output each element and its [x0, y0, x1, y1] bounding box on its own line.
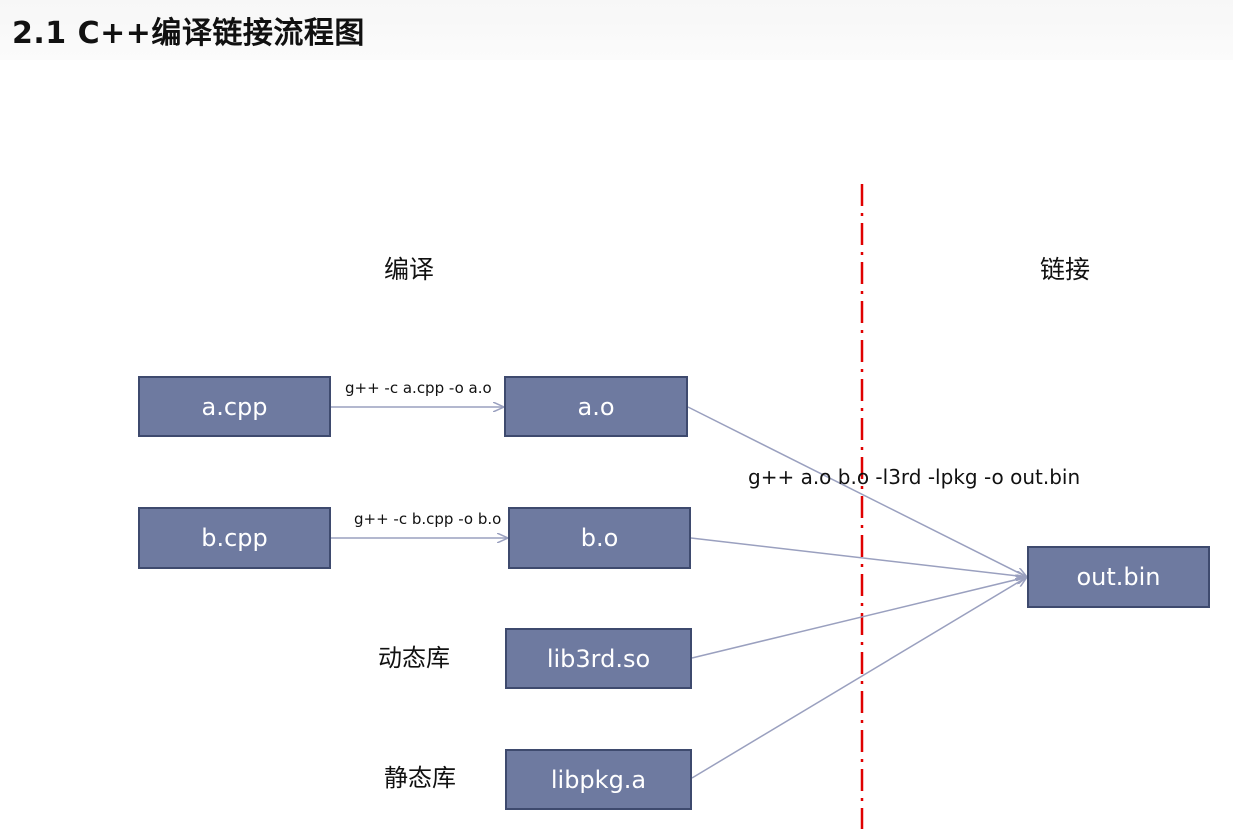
link-section-label: 链接	[1040, 255, 1091, 284]
compile-b-command: g++ -c b.cpp -o b.o	[354, 510, 502, 528]
arrow-lib3rd-to-out-bin	[691, 577, 1027, 659]
node-libpkg-a: libpkg.a	[505, 749, 692, 810]
compile-a-command: g++ -c a.cpp -o a.o	[345, 379, 492, 397]
node-a-cpp: a.cpp	[138, 376, 331, 437]
static-lib-label: 静态库	[384, 764, 456, 792]
arrow-b-o-to-out-bin	[690, 537, 1027, 577]
header-bar	[0, 0, 1233, 60]
dynamic-lib-label: 动态库	[378, 644, 450, 672]
page-title: 2.1 C++编译链接流程图	[12, 16, 365, 51]
node-lib3rd-so: lib3rd.so	[505, 628, 692, 689]
arrow-libpkg-to-out-bin	[691, 577, 1027, 779]
compile-section-label: 编译	[384, 255, 435, 284]
node-b-o: b.o	[508, 507, 691, 569]
arrow-a-o-to-out-bin	[687, 406, 1027, 577]
node-b-cpp: b.cpp	[138, 507, 331, 569]
node-a-o: a.o	[504, 376, 688, 437]
node-out-bin: out.bin	[1027, 546, 1210, 608]
link-command: g++ a.o b.o -l3rd -lpkg -o out.bin	[748, 465, 1081, 489]
